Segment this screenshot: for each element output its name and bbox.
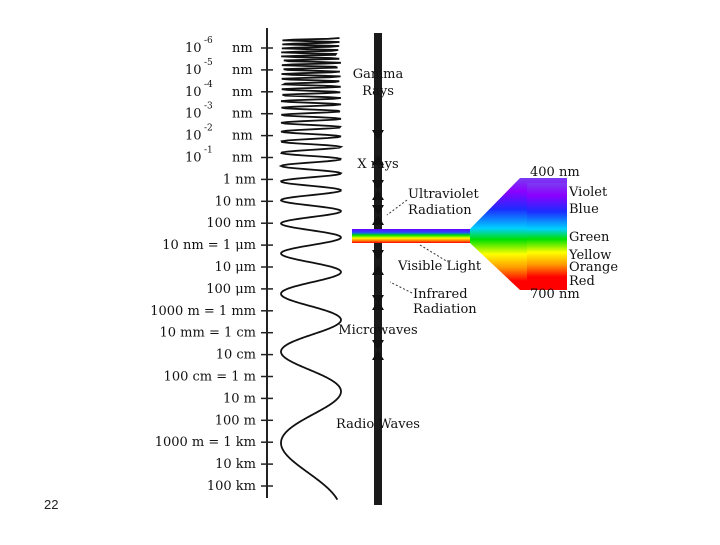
visible-leader bbox=[419, 244, 449, 263]
scale-unit: nm bbox=[232, 85, 253, 100]
boundary-arrow-down bbox=[372, 180, 384, 190]
color-label-red: Red bbox=[569, 274, 595, 289]
scale-unit: nm bbox=[232, 107, 253, 122]
scale-label: 100 km bbox=[207, 479, 256, 494]
scale-exponent: -4 bbox=[204, 80, 213, 90]
scale-label: 10 nm = 1 μm bbox=[162, 238, 256, 253]
uv-label-1: Ultraviolet bbox=[408, 187, 479, 202]
gamma-label-1: Gamma bbox=[353, 67, 404, 82]
xrays-label: X rays bbox=[357, 157, 398, 172]
scale-label: 10 bbox=[185, 85, 202, 100]
scale-exponent: -5 bbox=[204, 58, 213, 68]
scale-label: 10 bbox=[185, 63, 202, 78]
scale-exponent: -1 bbox=[204, 146, 213, 156]
color-label-blue: Blue bbox=[569, 202, 599, 217]
color-label-green: Green bbox=[569, 230, 610, 245]
scale-label: 1000 m = 1 mm bbox=[150, 304, 256, 319]
radio-waves-label: Radio Waves bbox=[336, 417, 420, 432]
wave-curve bbox=[278, 37, 344, 501]
scale-unit: nm bbox=[232, 63, 253, 78]
color-label-violet: Violet bbox=[568, 185, 608, 200]
spectrum-top-label: 400 nm bbox=[530, 165, 580, 180]
spectrum-bottom-label: 700 nm bbox=[530, 287, 580, 302]
scale-label: 10 km bbox=[215, 457, 256, 472]
band-arrows bbox=[372, 130, 384, 360]
scale-label: 10 bbox=[185, 41, 202, 56]
scale-label: 100 m bbox=[215, 413, 256, 428]
scale-exponent: -6 bbox=[204, 36, 213, 46]
microwaves-label: Microwaves bbox=[338, 323, 417, 338]
scale-label: 10 cm bbox=[216, 348, 256, 363]
scale-unit: nm bbox=[232, 41, 253, 56]
ir-leader bbox=[389, 281, 413, 294]
slide-number: 22 bbox=[44, 497, 59, 512]
scale-exponent: -3 bbox=[204, 102, 213, 112]
scale-label: 1 nm bbox=[223, 172, 256, 187]
scale-unit: nm bbox=[232, 129, 253, 144]
scale-label: 10 bbox=[185, 107, 202, 122]
scale-label: 100 μm bbox=[206, 282, 256, 297]
scale-ticks bbox=[261, 47, 273, 487]
ir-label-2: Radiation bbox=[413, 302, 477, 317]
scale-label: 100 cm = 1 m bbox=[164, 370, 256, 385]
scale-label: 10 bbox=[185, 151, 202, 166]
scale-label: 10 bbox=[185, 129, 202, 144]
visible-light-label: Visible Light bbox=[397, 259, 482, 274]
uv-leader bbox=[386, 199, 408, 216]
color-label-orange: Orange bbox=[569, 260, 618, 275]
boundary-arrow-up bbox=[372, 350, 384, 360]
gamma-label-2: Rays bbox=[362, 84, 394, 99]
scale-label: 10 nm bbox=[215, 194, 256, 209]
visible-beam bbox=[352, 229, 478, 243]
boundary-arrow-up bbox=[372, 215, 384, 225]
boundary-arrow-up bbox=[372, 155, 384, 165]
scale-exponent: -2 bbox=[204, 124, 213, 134]
color-label-yellow: Yellow bbox=[568, 248, 611, 263]
scale-unit: nm bbox=[232, 151, 253, 166]
boundary-arrow-down bbox=[372, 340, 384, 350]
boundary-arrow-down bbox=[372, 205, 384, 215]
scale-label: 10 mm = 1 cm bbox=[160, 326, 257, 341]
scale-label: 100 nm bbox=[206, 216, 256, 231]
spectrum-bar bbox=[527, 183, 567, 285]
ir-label-1: Infrared bbox=[413, 287, 468, 302]
boundary-arrow-down bbox=[372, 130, 384, 140]
boundary-arrow-up bbox=[372, 190, 384, 200]
scale-label: 10 m bbox=[223, 391, 256, 406]
scale-label: 1000 m = 1 km bbox=[155, 435, 256, 450]
boundary-arrow-up bbox=[372, 300, 384, 310]
scale-label: 10 μm bbox=[215, 260, 256, 275]
boundary-arrow-up bbox=[372, 265, 384, 275]
boundary-arrow-down bbox=[372, 250, 384, 260]
uv-label-2: Radiation bbox=[408, 203, 472, 218]
